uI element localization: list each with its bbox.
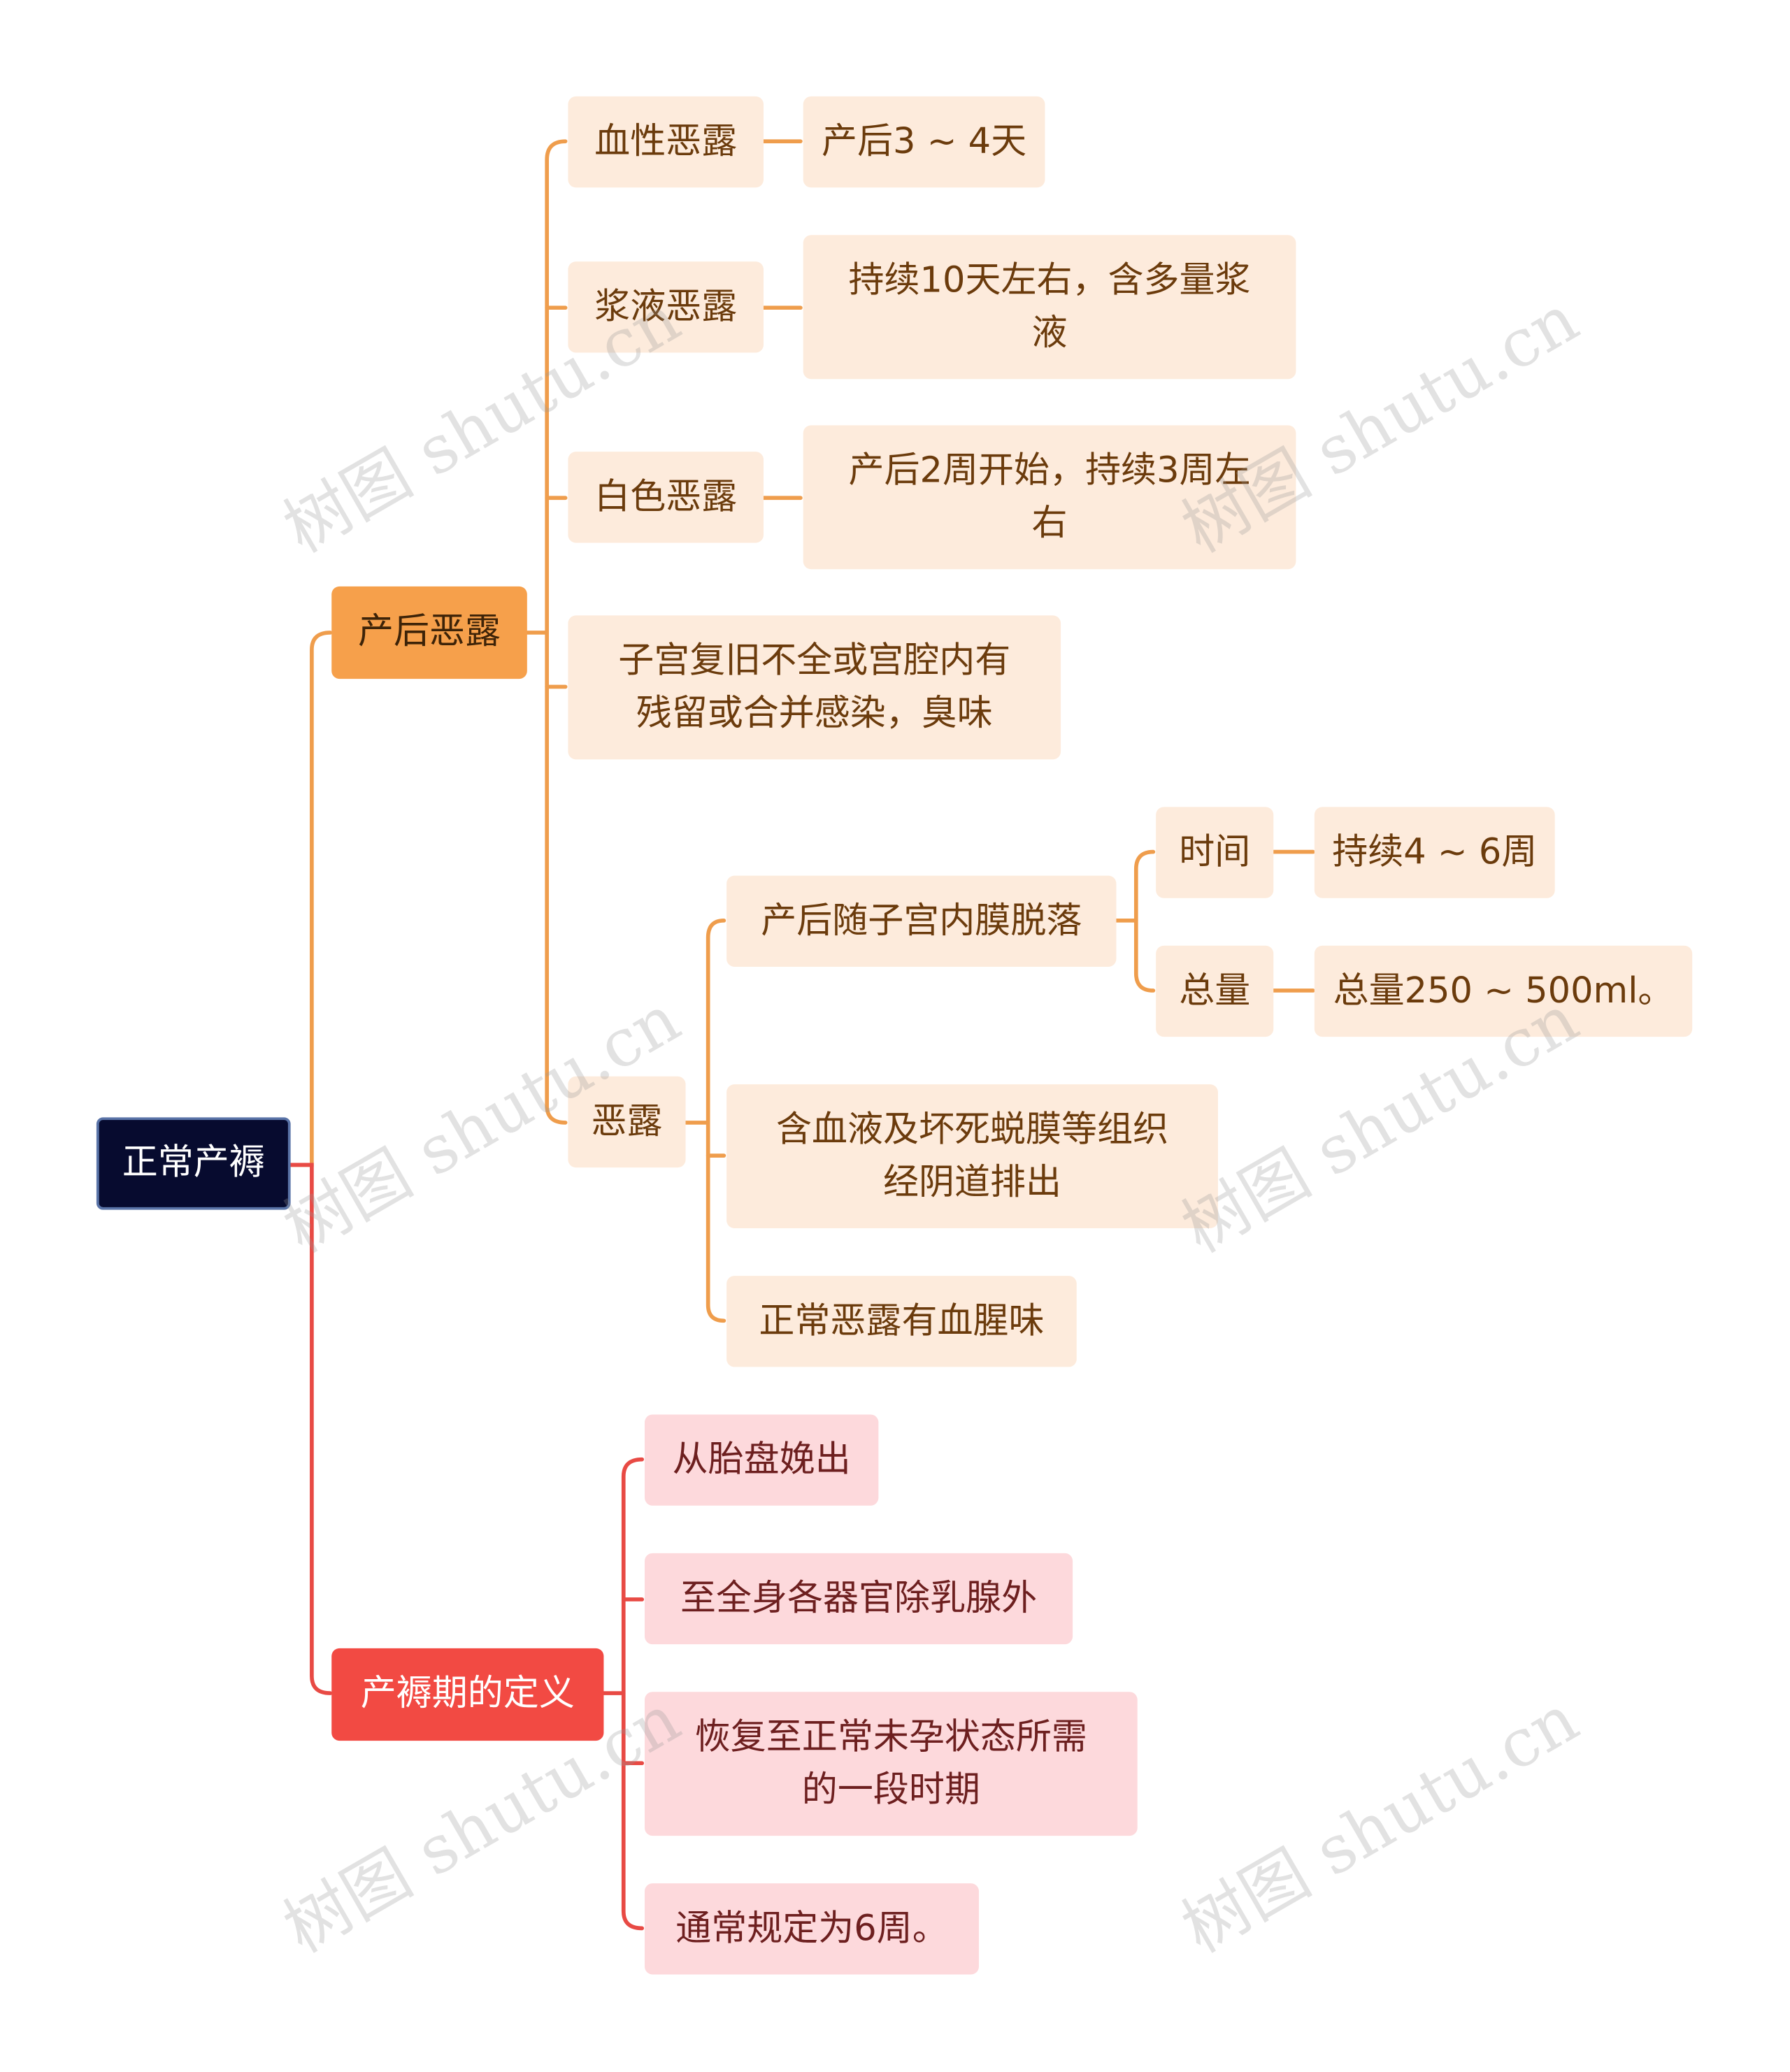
definition-item-4[interactable]: 通常规定为6周。 [644,1883,979,1975]
bloody-lochia-desc: 产后3 ~ 4天 [821,120,1027,162]
time-value-node[interactable]: 持续4 ~ 6周 [1314,807,1555,898]
definition-item-3-line1: 恢复至正常未孕状态所需 [694,1716,1087,1757]
link-definition-bus [621,1457,645,1931]
time-value: 持续4 ~ 6周 [1332,831,1538,872]
definition-node[interactable]: 产褥期的定义 [331,1648,604,1741]
time-label: 时间 [1179,831,1251,872]
lochia-contents-node[interactable]: 含血液及坏死蜕膜等组织 经阴道排出 [726,1084,1218,1229]
definition-item-1[interactable]: 从胎盘娩出 [644,1414,879,1506]
definition-item-1-label: 从胎盘娩出 [672,1439,851,1480]
bloody-lochia-desc-node[interactable]: 产后3 ~ 4天 [803,96,1045,188]
white-lochia-label: 白色恶露 [594,476,738,517]
lochia-contents-line2: 经阴道排出 [882,1161,1062,1203]
link-root-lochia [288,631,333,1167]
serous-lochia-label: 浆液恶露 [594,286,738,327]
definition-item-3[interactable]: 恢复至正常未孕状态所需 的一段时期 [644,1692,1138,1836]
lochia-contents-line1: 含血液及坏死蜕膜等组织 [775,1109,1169,1150]
lochia-node[interactable]: 产后恶露 [331,586,527,679]
abnormal-lochia-line2: 残留或合并感染，臭味 [636,692,993,734]
serous-lochia-desc-line1: 持续10天左右，含多量浆 [848,259,1251,301]
abnormal-lochia-line1: 子宫复旧不全或宫腔内有 [618,640,1011,681]
link-lochia-bus [545,139,568,1125]
abnormal-lochia-node[interactable]: 子宫复旧不全或宫腔内有 残留或合并感染，臭味 [568,615,1061,760]
root-node[interactable]: 正常产褥 [96,1117,291,1210]
serous-lochia-node[interactable]: 浆液恶露 [568,261,764,353]
definition-item-3-line2: 的一段时期 [801,1769,980,1811]
endometrium-shed-label: 产后随子宫内膜脱落 [761,900,1082,942]
total-label: 总量 [1179,970,1251,1012]
link-root-definition [288,1163,333,1695]
endometrium-shed-node[interactable]: 产后随子宫内膜脱落 [726,875,1117,967]
serous-lochia-desc-node[interactable]: 持续10天左右，含多量浆 液 [803,235,1296,380]
lochia-smell-label: 正常恶露有血腥味 [759,1300,1045,1341]
white-lochia-desc-line2: 右 [1031,502,1068,544]
serous-lochia-desc-line2: 液 [1031,312,1068,354]
total-value-node[interactable]: 总量250 ~ 500ml。 [1314,945,1693,1037]
link-general-bus [706,919,726,1323]
definition-item-4-label: 通常规定为6周。 [675,1908,948,1949]
lochia-general-label: 恶露 [591,1100,663,1142]
lochia-general-node[interactable]: 恶露 [568,1076,686,1168]
time-node[interactable]: 时间 [1156,807,1274,898]
lochia-label: 产后恶露 [358,611,501,653]
definition-item-2-label: 至全身各器官除乳腺外 [680,1577,1038,1619]
total-node[interactable]: 总量 [1156,945,1274,1037]
total-value: 总量250 ~ 500ml。 [1333,970,1674,1012]
white-lochia-desc-line1: 产后2周开始，持续3周左 [848,449,1251,491]
white-lochia-node[interactable]: 白色恶露 [568,452,764,543]
bloody-lochia-node[interactable]: 血性恶露 [568,96,764,188]
lochia-smell-node[interactable]: 正常恶露有血腥味 [726,1276,1077,1367]
link-shed-bus [1133,849,1156,993]
bloody-lochia-label: 血性恶露 [594,120,738,162]
definition-item-2[interactable]: 至全身各器官除乳腺外 [644,1553,1073,1645]
root-label: 正常产褥 [122,1142,265,1184]
definition-label: 产褥期的定义 [360,1673,575,1715]
white-lochia-desc-node[interactable]: 产后2周开始，持续3周左 右 [803,425,1296,570]
